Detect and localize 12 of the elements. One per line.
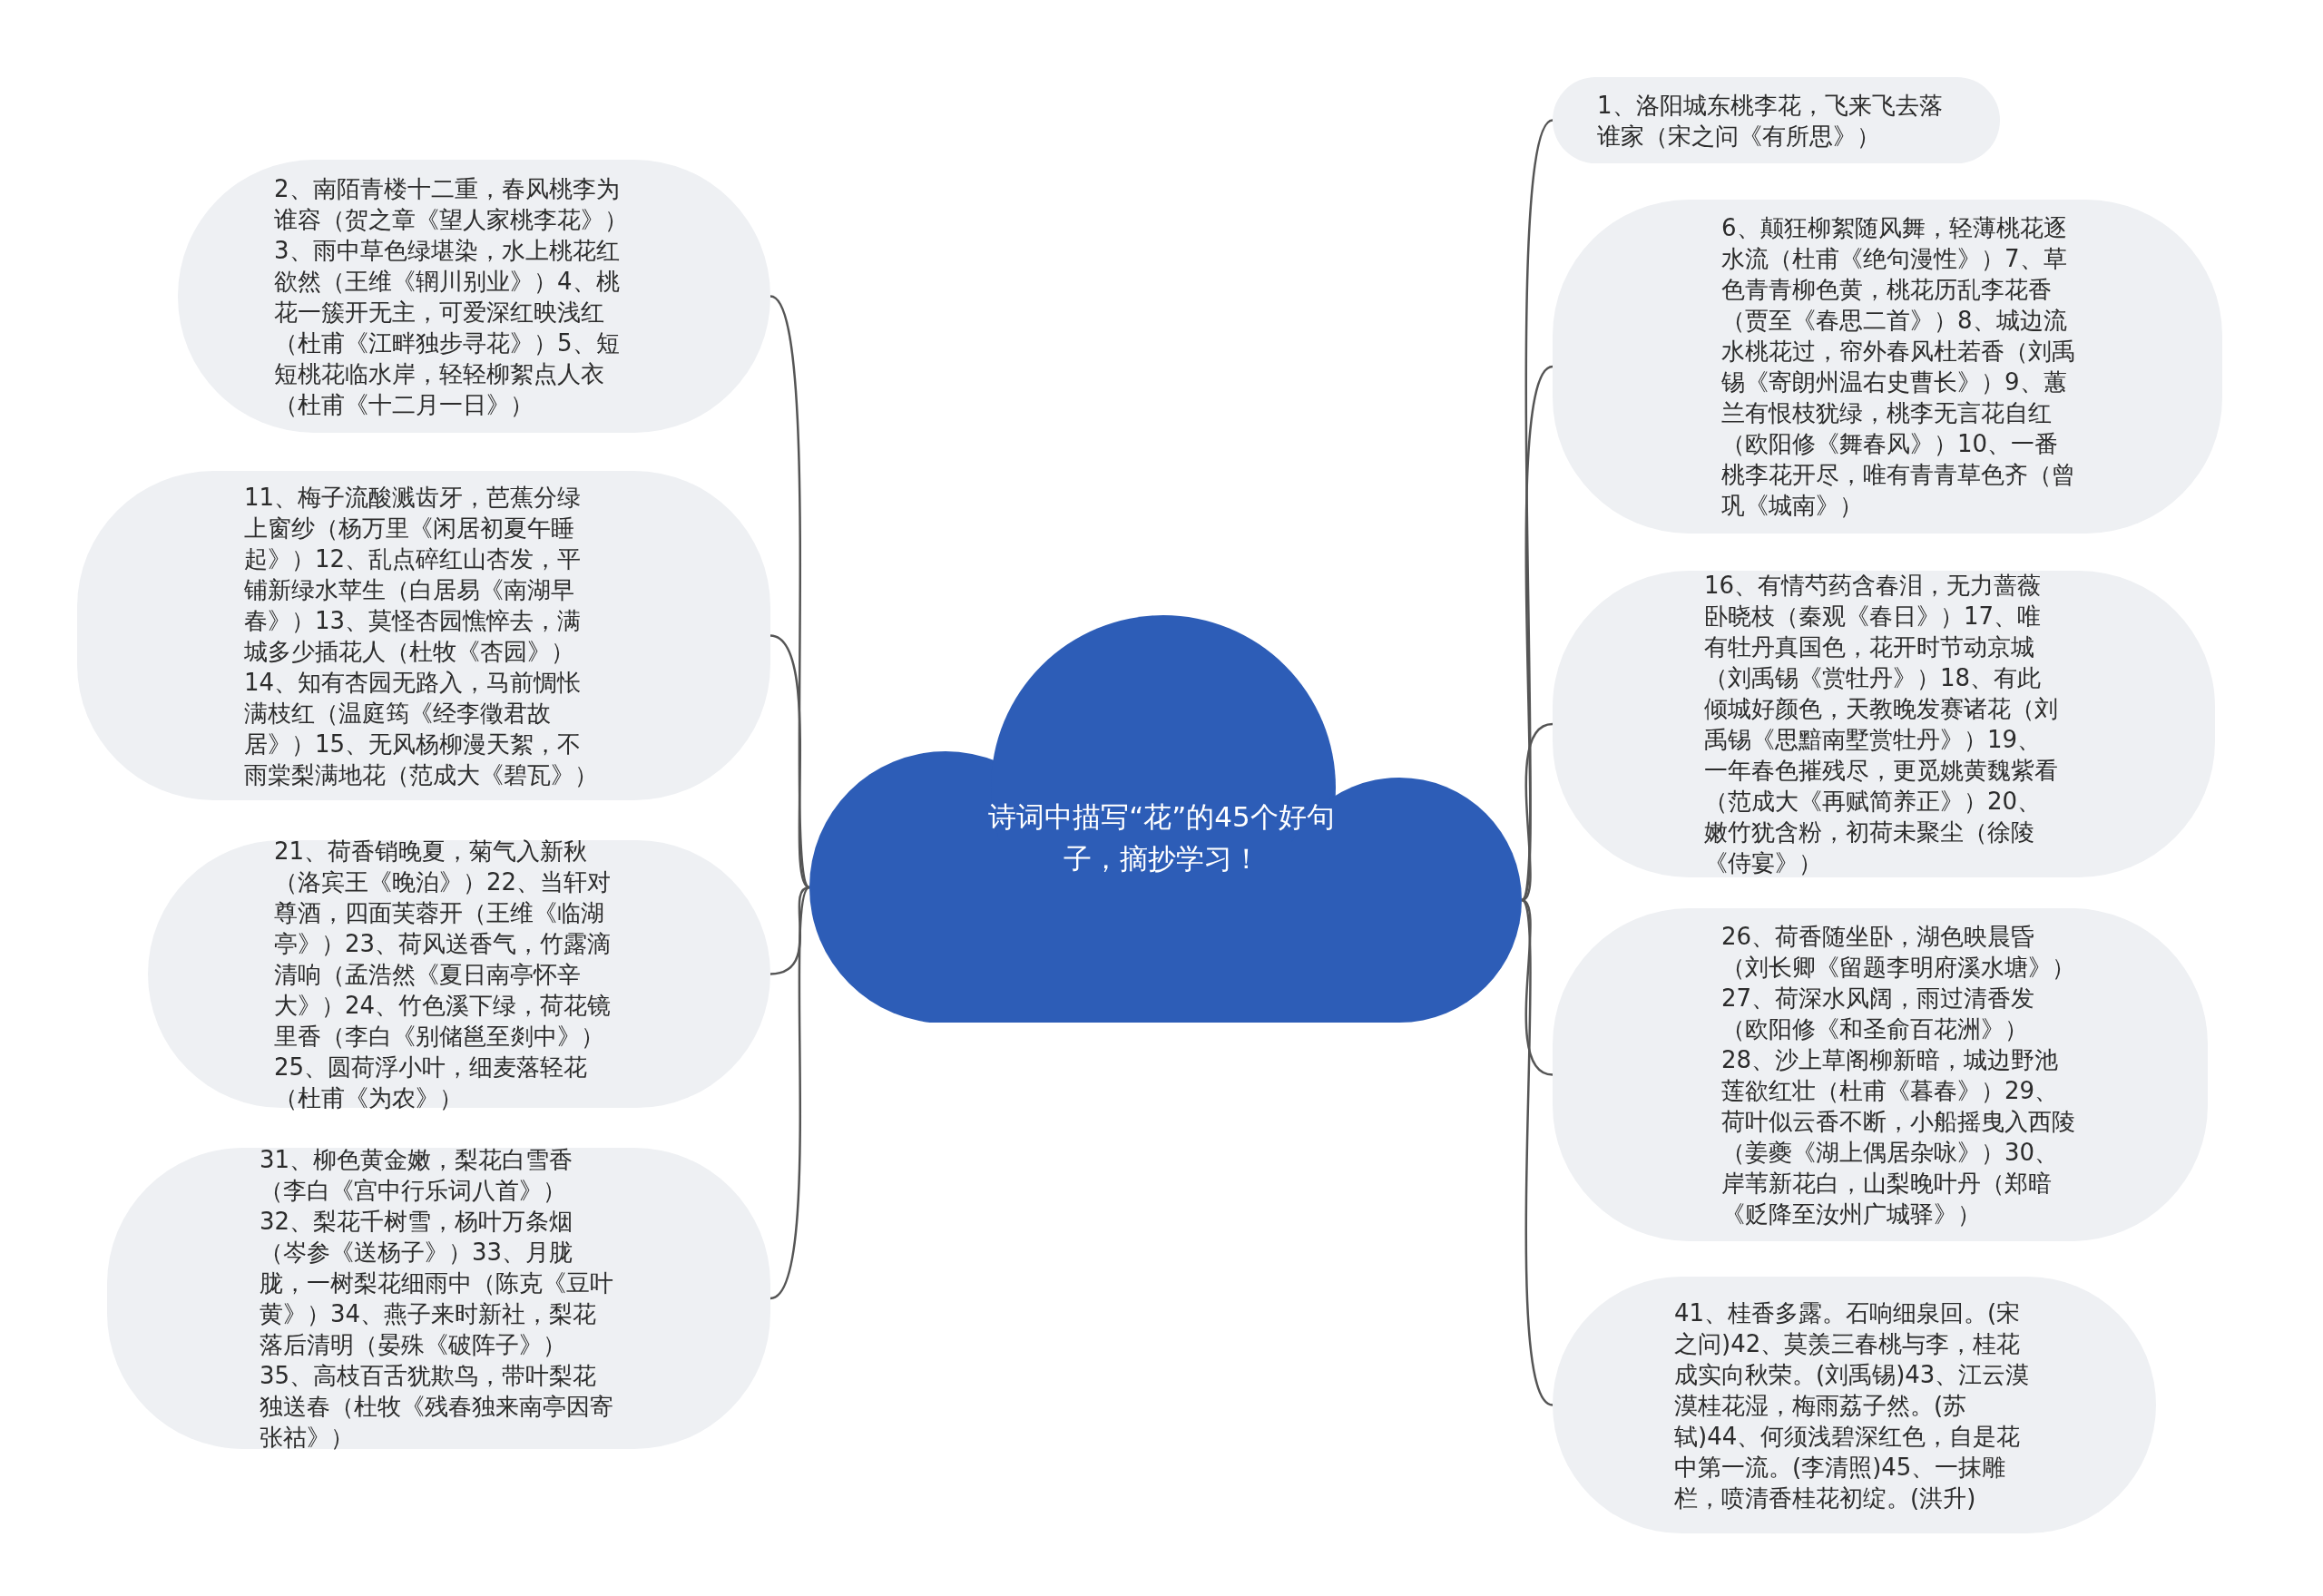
text-bubble: 1、洛阳城东桃李花，飞来飞去落谁家（宋之问《有所思》）: [1553, 77, 2000, 163]
text-bubble: 26、荷香随坐卧，湖色映晨昏（刘长卿《留题李明府溪水塘》）27、荷深水风阔，雨过清香发（欧阳修《和圣俞百花洲》）28、沙上草阁柳新暗，城边野池莲欲红壮（杜甫《暮春》）29、荷叶似云香不断，小船摇曳入西陵（姜夔《湖上偶居杂咏》）30、岸苇新花白，山梨晚叶丹（郑暗《贬降至汝州广城驿》）: [1553, 908, 2208, 1241]
connector-line: [769, 886, 811, 1300]
text-bubble: 31、柳色黄金嫩，梨花白雪香（李白《宫中行乐词八首》）32、梨花千树雪，杨叶万条烟（岑参《送杨子》）33、月胧胧，一树梨花细雨中（陈克《豆叶黄》）34、燕子来时新社，梨花落后清明（晏殊《破阵子》）35、高枝百舌犹欺鸟，带叶梨花独送春（杜牧《残春独来南亭因寄张祜》）: [107, 1148, 770, 1449]
text-bubble: 41、桂香多露。石响细泉回。(宋之问)42、莫羡三春桃与李，桂花成实向秋荣。(刘禹锡)43、江云漠漠桂花湿，梅雨荔子然。(苏轼)44、何须浅碧深红色，自是花中第一流。(李清照)45、一抹雕栏，喷清香桂花初绽。(洪升): [1553, 1277, 2156, 1533]
connector-line: [769, 634, 810, 888]
text-bubble: 11、梅子流酸溅齿牙，芭蕉分绿上窗纱（杨万里《闲居初夏午睡起》）12、乱点碎红山杏发，平铺新绿水苹生（白居易《南湖早春》）13、莫怪杏园憔悴去，满城多少插花人（杜牧《杏园》）14、知有杏园无路入，马前惆怅满枝红（温庭筠《经李徵君故居》）15、无风杨柳漫天絮，不雨棠梨满地花（范成大《碧瓦》）: [77, 471, 770, 800]
cloud-title: 诗词中描写“花”的45个好句子，摘抄学习！: [987, 798, 1336, 876]
text-bubble: 16、有情芍药含春泪，无力蔷薇卧晓枝（秦观《春日》）17、唯有牡丹真国色，花开时节动京城（刘禹锡《赏牡丹》）18、有此倾城好颜色，天教晚发赛诸花（刘禹锡《思黯南墅赏牡丹》）19、一年春色摧残尽，更觅姚黄魏紫看（范成大《再赋简养正》）20、嫩竹犹含粉，初荷未聚尘（徐陵《侍宴》）: [1553, 571, 2215, 877]
connector-line: [769, 886, 810, 975]
text-bubble: 2、南陌青楼十二重，春风桃李为谁容（贺之章《望人家桃李花》）3、雨中草色绿堪染，水上桃花红欲然（王维《辋川别业》）4、桃花一簇开无主，可爱深红映浅红（杜甫《江畔独步寻花》）5、短短桃花临水岸，轻轻柳絮点人衣（杜甫《十二月一日》）: [178, 160, 770, 433]
text-bubble: 6、颠狂柳絮随风舞，轻薄桃花逐水流（杜甫《绝句漫性》）7、草色青青柳色黄，桃花历乱李花香（贾至《春思二首》）8、城边流水桃花过，帘外春风杜若香（刘禹锡《寄朗州温右史曹长》）9、蕙兰有恨枝犹绿，桃李无言花自红（欧阳修《舞春风》）10、一番桃李花开尽，唯有青青草色齐（曾巩《城南》）: [1553, 200, 2222, 534]
